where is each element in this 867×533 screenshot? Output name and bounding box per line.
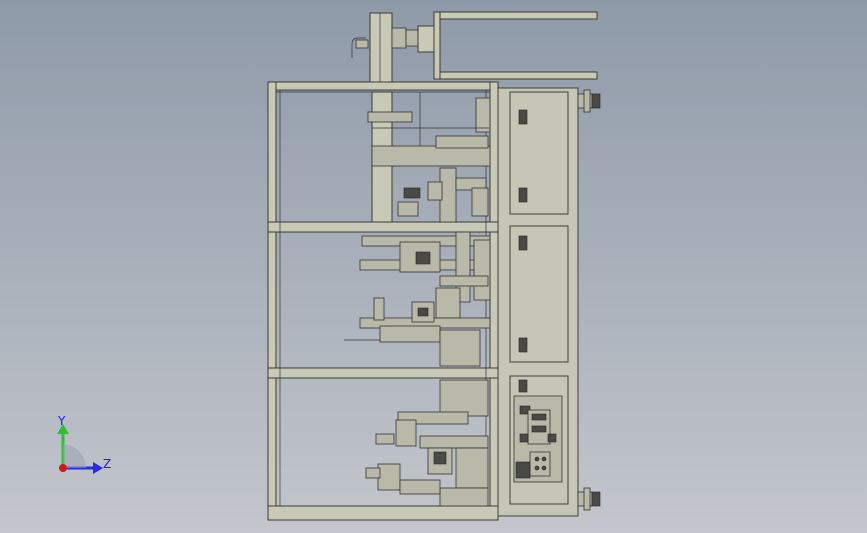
right-cabinet (497, 87, 579, 517)
z-axis-label: Z (103, 457, 111, 471)
lower-assembly (365, 379, 489, 507)
main-frame (267, 81, 499, 521)
caster-bottom (577, 487, 601, 511)
y-axis-label: Y (57, 414, 66, 428)
triad-origin (59, 464, 67, 472)
coordinate-triad[interactable]: Y Z (57, 414, 111, 474)
y-axis-arrowhead (57, 424, 69, 434)
upper-assembly (367, 91, 491, 223)
caster-top (577, 89, 601, 113)
top-mechanism (351, 11, 598, 84)
z-axis-arrowhead (93, 462, 103, 474)
triad-plane (63, 444, 86, 468)
middle-assembly (344, 231, 491, 367)
